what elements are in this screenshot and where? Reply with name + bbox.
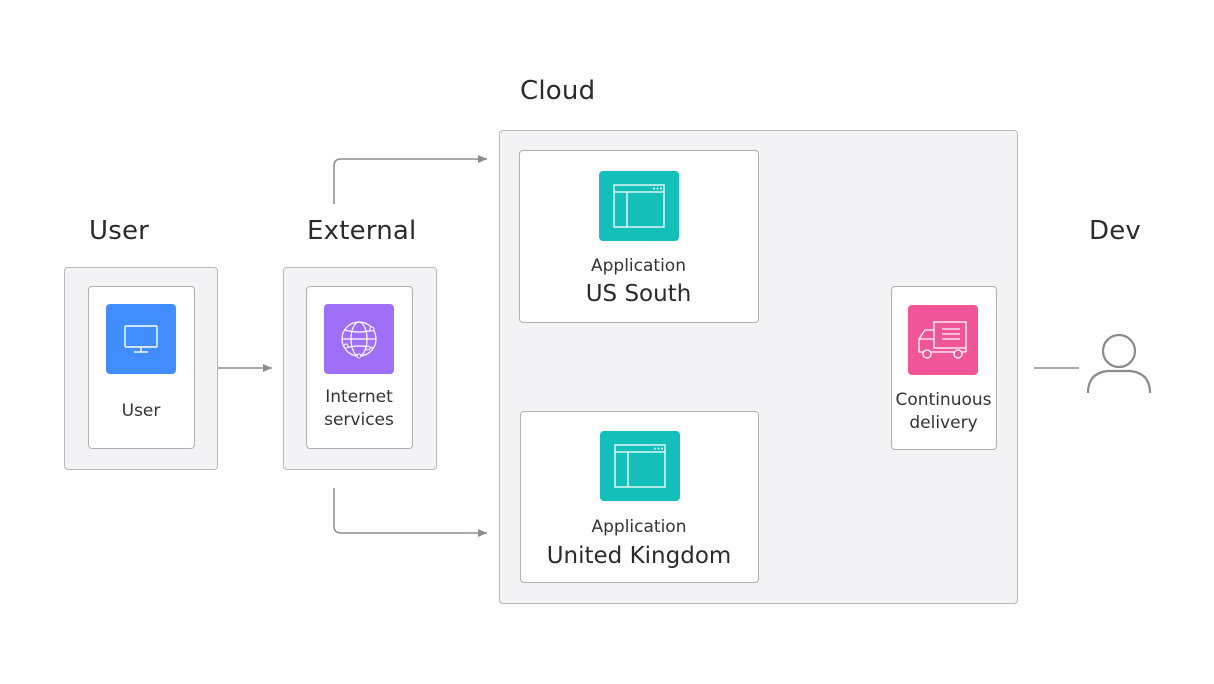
app-us-south-label: Application (591, 256, 686, 276)
app-us-south-node[interactable]: Application US South (519, 150, 759, 323)
delivery-truck-icon (908, 305, 978, 375)
cloud-section-title: Cloud (520, 76, 596, 106)
app-window-icon (599, 171, 679, 241)
app-window-icon (600, 431, 680, 501)
person-icon (1082, 329, 1156, 397)
user-node-label: User (121, 401, 161, 421)
monitor-icon (106, 304, 176, 374)
app-united-kingdom-region: United Kingdom (546, 543, 732, 569)
globe-icon (324, 304, 394, 374)
dev-section-title: Dev (1089, 216, 1142, 246)
internet-to-uk-arrow (333, 488, 487, 537)
app-united-kingdom-node[interactable]: Application United Kingdom (520, 411, 759, 583)
app-us-south-region: US South (585, 281, 692, 307)
internet-services-node[interactable]: Internet services (306, 286, 413, 449)
continuous-delivery-label-line1: Continuous (895, 390, 992, 410)
app-united-kingdom-label: Application (591, 517, 687, 537)
user-node[interactable]: User (88, 286, 195, 449)
user-section-title: User (89, 216, 150, 246)
continuous-delivery-node[interactable]: Continuous delivery (891, 286, 997, 450)
external-section-title: External (307, 216, 417, 246)
internet-to-us-arrow (333, 155, 487, 204)
internet-services-label-line2: services (324, 410, 394, 430)
continuous-delivery-label-line2: delivery (909, 413, 978, 433)
internet-services-label-line1: Internet (325, 387, 393, 407)
